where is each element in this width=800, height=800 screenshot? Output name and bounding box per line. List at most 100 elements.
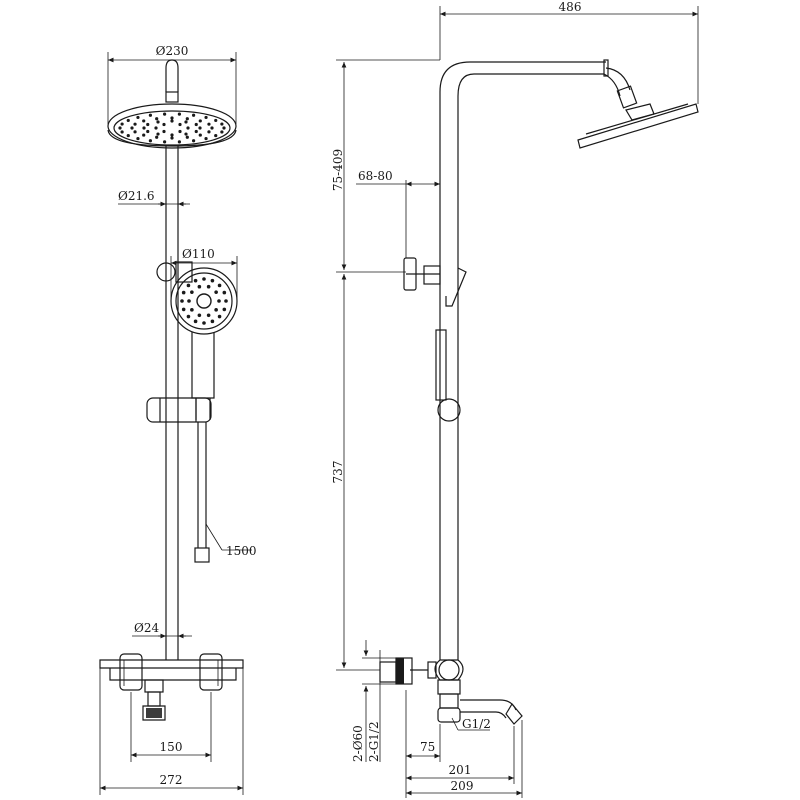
nozzle-dot bbox=[204, 115, 208, 120]
dim-head-height-adjust: 75-409 bbox=[331, 149, 345, 191]
nozzle-dot bbox=[194, 122, 198, 127]
nozzle-dot bbox=[177, 140, 182, 144]
hand-nozzle-dot bbox=[197, 284, 202, 289]
hand-nozzle-dot bbox=[217, 314, 222, 319]
nozzle-dot bbox=[120, 122, 124, 126]
spout-outlet bbox=[505, 702, 523, 725]
hand-nozzle-dot bbox=[186, 283, 191, 288]
nozzle-dot bbox=[162, 129, 166, 134]
handshower-handle-side bbox=[435, 329, 447, 401]
nozzle-dot bbox=[192, 139, 196, 143]
nozzle-dot bbox=[162, 122, 166, 127]
riser-top-cap bbox=[165, 59, 179, 92]
nozzle-dot bbox=[185, 135, 189, 139]
nozzle-dot bbox=[194, 129, 198, 134]
hand-shower bbox=[170, 267, 238, 420]
dim-valve-spacing: 150 bbox=[160, 740, 183, 754]
hand-nozzle-dot bbox=[210, 278, 215, 283]
hand-nozzle-dot bbox=[217, 283, 222, 288]
hand-nozzle-dot bbox=[190, 290, 194, 294]
hand-nozzle-dot bbox=[206, 284, 211, 289]
nozzle-dot bbox=[126, 133, 130, 138]
nozzle-dot bbox=[142, 119, 146, 123]
nozzle-dot bbox=[178, 122, 182, 127]
nozzle-dot bbox=[133, 130, 137, 134]
aerator bbox=[142, 705, 166, 721]
dim-spout-thread: G1/2 bbox=[462, 717, 491, 731]
nozzle-dot bbox=[148, 139, 152, 143]
side-view bbox=[379, 59, 699, 725]
arm-outer bbox=[439, 61, 606, 660]
dim-slide-offset: 68-80 bbox=[358, 169, 393, 183]
dim-wall-offset: 75 bbox=[420, 740, 435, 754]
nozzle-dot bbox=[162, 112, 167, 116]
nozzle-dot bbox=[177, 112, 182, 116]
nozzle-dot bbox=[170, 133, 174, 137]
nozzle-dot bbox=[186, 126, 190, 130]
dim-riser-diameter: Ø21.6 bbox=[118, 189, 155, 203]
hand-nozzle-dot bbox=[224, 299, 228, 303]
nozzle-dot bbox=[170, 136, 174, 140]
hand-nozzle-dot bbox=[222, 290, 227, 295]
holder-side bbox=[403, 257, 467, 422]
dim-arm-reach: 486 bbox=[559, 0, 582, 14]
hand-nozzle-dot bbox=[202, 321, 206, 325]
dim-hose-length: 1500 bbox=[226, 544, 257, 558]
hand-nozzle-dot bbox=[181, 307, 186, 312]
hand-nozzle-dot bbox=[190, 308, 194, 312]
nozzle-dot bbox=[185, 117, 189, 121]
head-connector bbox=[165, 91, 179, 103]
hand-nozzle-dot bbox=[193, 278, 198, 283]
side-dimensions: 486 75-409 68-80 737 2-Ø60 2-G1/2 75 bbox=[331, 0, 699, 798]
nozzle-dot bbox=[120, 130, 124, 134]
nozzle-dot bbox=[198, 119, 202, 123]
nozzle-dot bbox=[148, 113, 152, 117]
nozzle-dot bbox=[214, 118, 218, 123]
nozzle-dot bbox=[220, 122, 224, 126]
valve-side bbox=[379, 657, 523, 725]
nozzle-dot bbox=[118, 126, 122, 130]
nozzle-dot bbox=[170, 116, 174, 120]
nozzle-dot bbox=[207, 130, 211, 134]
dim-valve-pipe-diameter: Ø24 bbox=[134, 621, 159, 635]
nozzle-dot bbox=[136, 115, 140, 120]
nozzle-dot bbox=[204, 136, 208, 141]
nozzle-dot bbox=[198, 133, 202, 137]
hand-nozzle-dot bbox=[222, 307, 227, 312]
thermostatic-valve bbox=[99, 653, 244, 721]
dim-handshower-diameter: Ø110 bbox=[182, 247, 215, 261]
hand-nozzle-dot bbox=[181, 290, 186, 295]
hand-nozzle-dot bbox=[186, 314, 191, 319]
nozzle-dot bbox=[146, 129, 150, 134]
dim-spout-reach-b: 209 bbox=[451, 779, 474, 793]
hand-nozzle-dot bbox=[210, 319, 215, 324]
nozzle-dot bbox=[207, 122, 211, 126]
nozzle-dot bbox=[156, 132, 160, 136]
hand-nozzle-dot bbox=[187, 299, 191, 303]
nozzle-dot bbox=[155, 117, 159, 121]
nozzle-dot bbox=[184, 132, 188, 136]
rain-shower-head bbox=[107, 103, 237, 149]
front-dimensions: Ø230 Ø21.6 Ø110 1500 Ø24 150 272 bbox=[99, 44, 257, 795]
nozzle-dot bbox=[184, 120, 188, 124]
slider-knob-side bbox=[437, 398, 461, 422]
nozzle-dot bbox=[130, 126, 134, 130]
hand-nozzle-dot bbox=[180, 299, 184, 303]
nozzle-dot bbox=[154, 126, 158, 130]
nozzle-dot bbox=[142, 133, 146, 137]
hand-nozzle-dot bbox=[197, 313, 202, 318]
nozzle-dot bbox=[198, 126, 202, 130]
holder-knob bbox=[156, 262, 176, 282]
swivel-joint bbox=[616, 85, 638, 109]
nozzle-dot bbox=[162, 140, 167, 144]
hand-nozzle-dot bbox=[206, 313, 211, 318]
spout-top bbox=[460, 699, 517, 711]
nozzle-dot bbox=[192, 113, 196, 117]
rain-head-side bbox=[577, 103, 699, 149]
nozzle-dot bbox=[156, 120, 160, 124]
arm-inner bbox=[457, 73, 604, 660]
arm-drop-outer bbox=[605, 67, 631, 91]
nozzle-dot bbox=[222, 126, 226, 130]
